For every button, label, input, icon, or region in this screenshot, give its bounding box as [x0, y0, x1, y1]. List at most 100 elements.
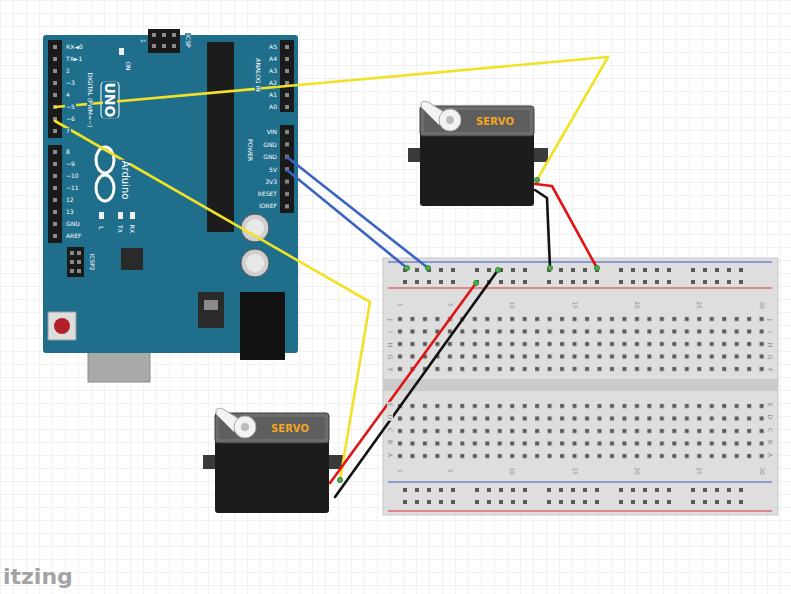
servo-label: SERVO — [270, 424, 310, 434]
servo-motor — [408, 101, 548, 206]
column-number: 20 — [634, 466, 640, 476]
row-letter: J — [767, 318, 773, 322]
jumper-wire — [55, 121, 370, 480]
pin-label: 5V — [268, 167, 278, 173]
led-label: TX — [117, 224, 123, 234]
pin-label: GND — [65, 221, 81, 227]
breadboard — [383, 258, 778, 515]
pin-label: TX►1 — [65, 56, 83, 62]
column-number: 5 — [447, 302, 453, 308]
pin-label: 13 — [65, 209, 75, 215]
pin-label: RESET — [257, 191, 278, 197]
jumper-wire — [55, 57, 608, 180]
servo-motor: SERVO — [408, 98, 550, 208]
jumper-wire — [330, 283, 476, 483]
pin-label: VIN — [266, 129, 278, 135]
jumper-wire — [335, 270, 498, 497]
row-letter: I — [387, 330, 393, 334]
pin-label: RX◄0 — [65, 44, 84, 50]
column-number: 25 — [696, 466, 702, 476]
column-number: 1 — [397, 468, 403, 474]
column-number: 10 — [509, 300, 515, 310]
pin-label: ~10 — [65, 173, 80, 179]
row-letter: E — [387, 402, 393, 408]
pin-label: A0 — [268, 104, 278, 110]
wire-end — [594, 265, 599, 270]
pin-label: 4 — [65, 92, 71, 98]
jumper-wire — [287, 157, 428, 268]
row-letter: F — [767, 367, 773, 372]
row-letter: F — [387, 367, 393, 372]
wire-end — [425, 265, 430, 270]
row-letter: I — [767, 330, 773, 334]
pin-label: ~6 — [65, 116, 76, 122]
row-letter: B — [387, 439, 393, 445]
pin-label: ~9 — [65, 161, 76, 167]
wire-end — [337, 477, 342, 482]
jumper-wire — [535, 184, 597, 268]
header-label: ICSP2 — [89, 252, 95, 271]
pin-label: AREF — [65, 233, 83, 239]
header-label: POWER — [247, 138, 253, 162]
pin-label: GND — [262, 142, 278, 148]
pin-label: 8 — [65, 149, 71, 155]
jumper-wire — [535, 190, 550, 268]
pin-label: A1 — [268, 92, 278, 98]
servo-motor: SERVO — [203, 405, 345, 515]
pin-label: 3V3 — [264, 179, 278, 185]
pin-label: A5 — [268, 44, 278, 50]
column-number: 1 — [397, 302, 403, 308]
wire-end — [404, 265, 409, 270]
pin-label: A2 — [268, 80, 278, 86]
row-letter: A — [387, 452, 393, 458]
pin-label: ~5 — [65, 104, 76, 110]
column-number: 25 — [696, 300, 702, 310]
row-letter: H — [767, 342, 773, 349]
arduino-board — [43, 29, 298, 382]
wire-end — [547, 265, 552, 270]
header-label: DIGITAL (PWM=~) — [87, 72, 93, 129]
row-letter: C — [767, 427, 773, 433]
pin-label: A4 — [268, 56, 278, 62]
board-model: UNO — [103, 82, 117, 119]
column-number: 5 — [447, 468, 453, 474]
arduino-uno: RX◄0TX►12~34~5~678~9~10~111213GNDAREFDIG… — [43, 35, 298, 353]
pin-label: 7 — [65, 128, 71, 134]
pin-label: ~3 — [65, 80, 76, 86]
pin-label: ~11 — [65, 185, 80, 191]
pin-label: GND — [262, 154, 278, 160]
row-letter: D — [767, 414, 773, 421]
row-letter: C — [387, 427, 393, 433]
column-number: 30 — [759, 466, 765, 476]
led-label: RX — [129, 224, 135, 234]
column-number: 30 — [759, 300, 765, 310]
pin-label: 1 — [140, 38, 146, 44]
header-label: ICSP — [185, 33, 191, 48]
header-label: ANALOG IN — [255, 57, 261, 92]
column-number: 10 — [509, 466, 515, 476]
column-number: 15 — [572, 466, 578, 476]
row-letter: A — [767, 452, 773, 458]
led-label: L — [98, 225, 104, 230]
column-number: 15 — [572, 300, 578, 310]
column-number: 20 — [634, 300, 640, 310]
pin-label: 12 — [65, 197, 75, 203]
brand-name: Arduino — [120, 160, 130, 201]
led-label: ON — [125, 60, 131, 71]
pin-label: 2 — [65, 68, 71, 74]
pin-label: IOREF — [258, 203, 278, 209]
row-letter: J — [387, 318, 393, 322]
servo-motor — [203, 408, 343, 513]
row-letter: D — [387, 414, 393, 421]
breadboard: 151015202530JIHGFEDCBAJIHGFEDCBA15101520… — [383, 258, 778, 515]
servo-label: SERVO — [475, 117, 515, 127]
row-letter: G — [767, 354, 773, 361]
row-letter: G — [387, 354, 393, 361]
row-letter: B — [767, 439, 773, 445]
wire-end — [495, 267, 500, 272]
